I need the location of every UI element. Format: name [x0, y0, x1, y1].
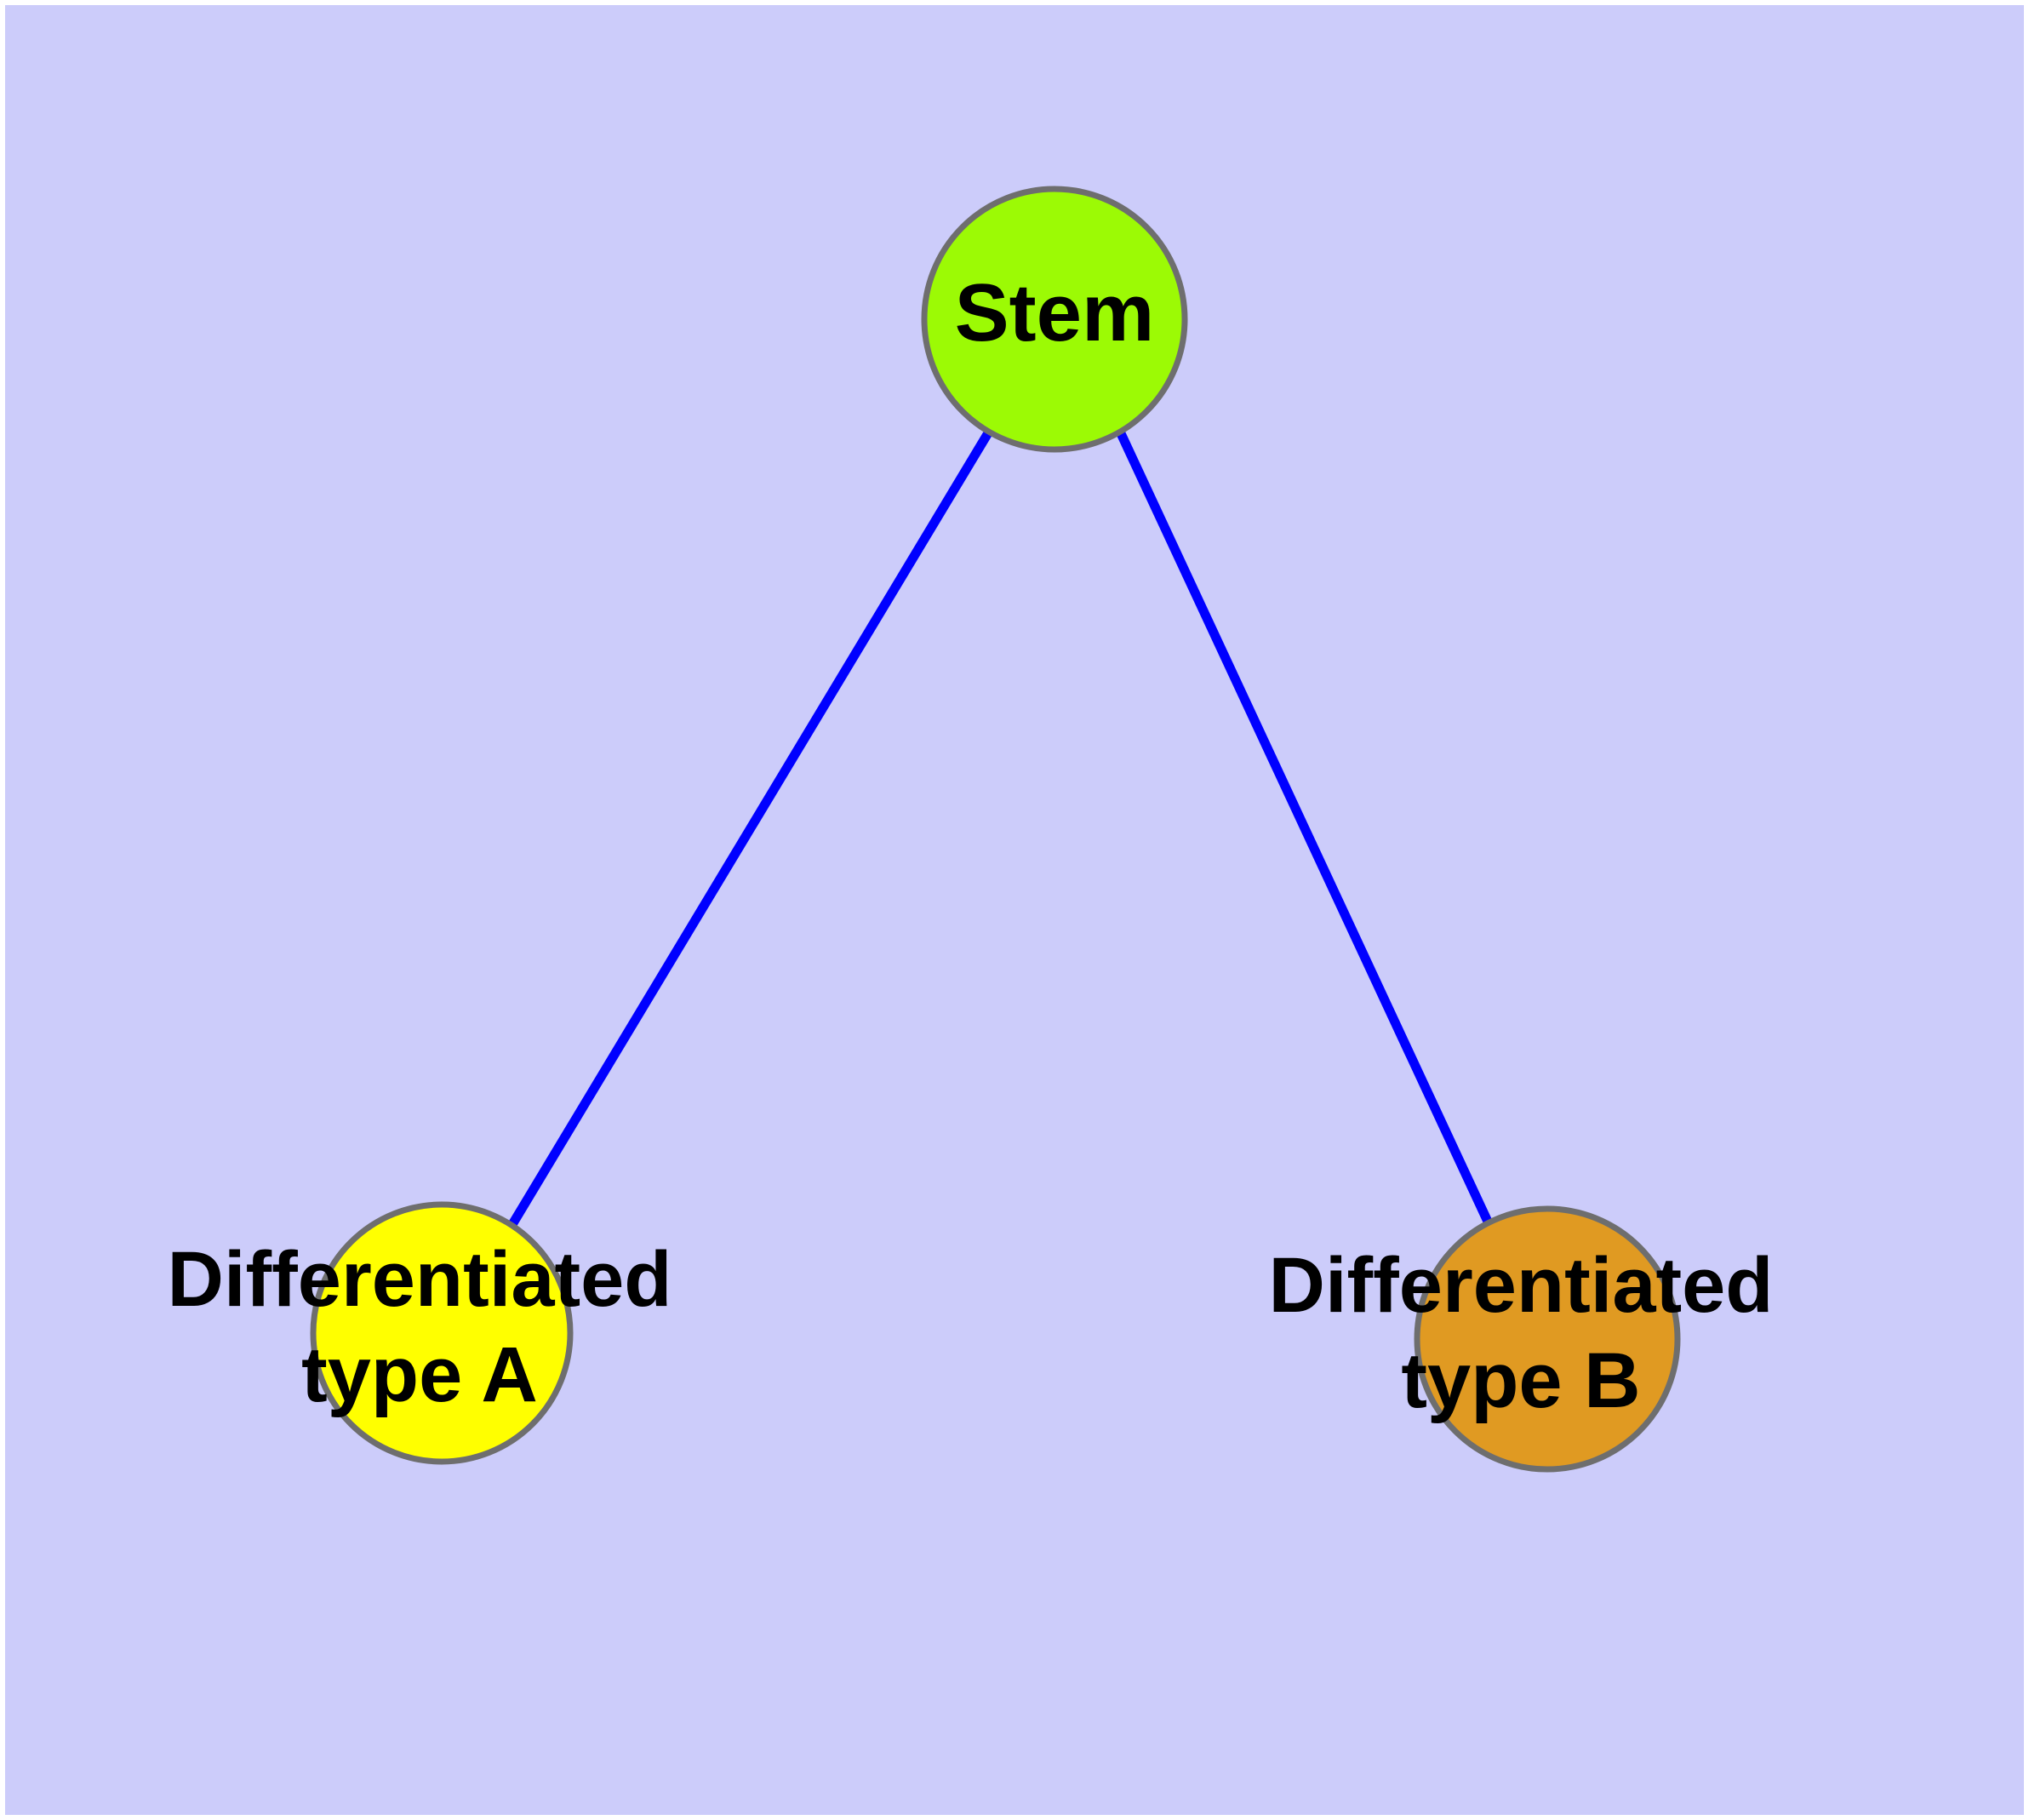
edge-layer [507, 429, 1493, 1228]
node-circle-differentiated-type-a[interactable] [310, 1201, 574, 1465]
node-label-stem: Stem [955, 267, 1155, 358]
edge-stem-to-differentiated-type-a[interactable] [507, 429, 993, 1228]
node-differentiated-type-b[interactable] [1414, 1205, 1681, 1473]
node-differentiated-type-a[interactable] [310, 1201, 574, 1465]
node-layer [310, 186, 1681, 1473]
node-circle-stem[interactable] [921, 186, 1188, 453]
node-circle-differentiated-type-b[interactable] [1414, 1205, 1681, 1473]
node-stem[interactable] [921, 186, 1188, 453]
edge-stem-to-differentiated-type-b[interactable] [1116, 429, 1493, 1226]
